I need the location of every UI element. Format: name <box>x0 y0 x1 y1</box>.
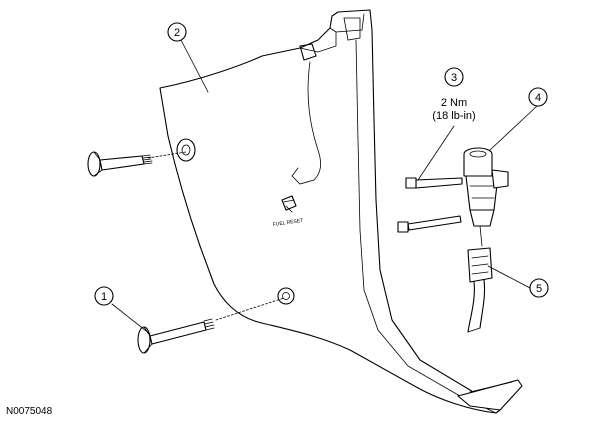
lower-screw <box>137 297 285 354</box>
torque-spec: 2 Nm (18 lb-in) <box>432 97 475 122</box>
torque-nm: 2 Nm <box>441 97 467 109</box>
bolts <box>397 177 463 233</box>
fuel-reset-marking: FUEL RESET <box>272 195 304 228</box>
figure-id: N0075048 <box>6 406 53 417</box>
leader-lines <box>111 39 538 335</box>
fuel-reset-text: FUEL RESET <box>272 218 303 228</box>
torque-lbin: (18 lb-in) <box>432 110 475 122</box>
callout-4: 4 <box>528 87 548 107</box>
callout-2-label: 2 <box>174 27 180 39</box>
callout-3: 3 <box>444 67 464 87</box>
callout-2: 2 <box>167 22 187 42</box>
shutoff-switch <box>463 147 509 247</box>
kick-panel <box>159 9 523 414</box>
callout-1-label: 1 <box>101 291 107 303</box>
callout-4-label: 4 <box>535 92 541 104</box>
upper-screw <box>87 151 187 177</box>
callout-5-label: 5 <box>536 283 542 295</box>
callout-3-label: 3 <box>451 72 457 84</box>
callout-5: 5 <box>529 278 549 298</box>
callout-1: 1 <box>94 286 114 306</box>
electrical-connector <box>467 247 493 333</box>
